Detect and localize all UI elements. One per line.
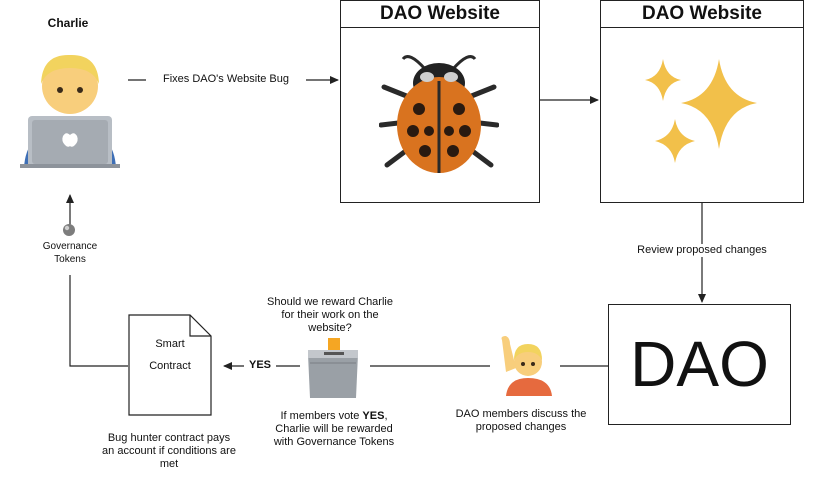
dao-box-text: DAO bbox=[630, 328, 769, 400]
contract-title-line2: Contract bbox=[149, 360, 191, 372]
token-coin-icon bbox=[62, 223, 76, 237]
contract-title-line1: Smart bbox=[155, 338, 185, 350]
ladybug-icon bbox=[378, 47, 500, 182]
governance-tokens-label: Governance Tokens bbox=[36, 240, 104, 266]
dao-box: DAO bbox=[608, 304, 791, 425]
ballot-box-icon bbox=[304, 336, 362, 402]
website-box-bug: DAO Website bbox=[340, 0, 540, 203]
line-contract-to-tokens bbox=[69, 275, 128, 367]
ballot-result-suffix: , Charlie will be rewarded with Governan… bbox=[273, 410, 395, 448]
label-yes: YES bbox=[244, 359, 276, 372]
charlie-name: Charlie bbox=[47, 16, 89, 30]
ballot-result-prefix: If members vote bbox=[280, 410, 363, 422]
website-box-bug-title: DAO Website bbox=[341, 1, 539, 28]
label-review-changes: Review proposed changes bbox=[630, 244, 774, 257]
raising-hand-icon bbox=[494, 334, 556, 396]
label-fixes-bug: Fixes DAO's Website Bug bbox=[146, 73, 306, 86]
sparkles-icon bbox=[641, 53, 761, 178]
website-box-fixed-title: DAO Website bbox=[601, 1, 803, 28]
website-box-fixed: DAO Website bbox=[600, 0, 804, 203]
ballot-question: Should we reward Charlie for their work … bbox=[260, 296, 400, 335]
members-caption: DAO members discuss the proposed changes bbox=[448, 408, 594, 434]
smart-contract-document: Smart Contract bbox=[128, 314, 212, 416]
ballot-result-yes: YES bbox=[362, 410, 385, 422]
charlie-avatar-icon bbox=[14, 46, 126, 168]
contract-caption: Bug hunter contract pays an account if c… bbox=[94, 432, 244, 471]
ballot-result: If members vote YES, Charlie will be rew… bbox=[272, 410, 396, 449]
